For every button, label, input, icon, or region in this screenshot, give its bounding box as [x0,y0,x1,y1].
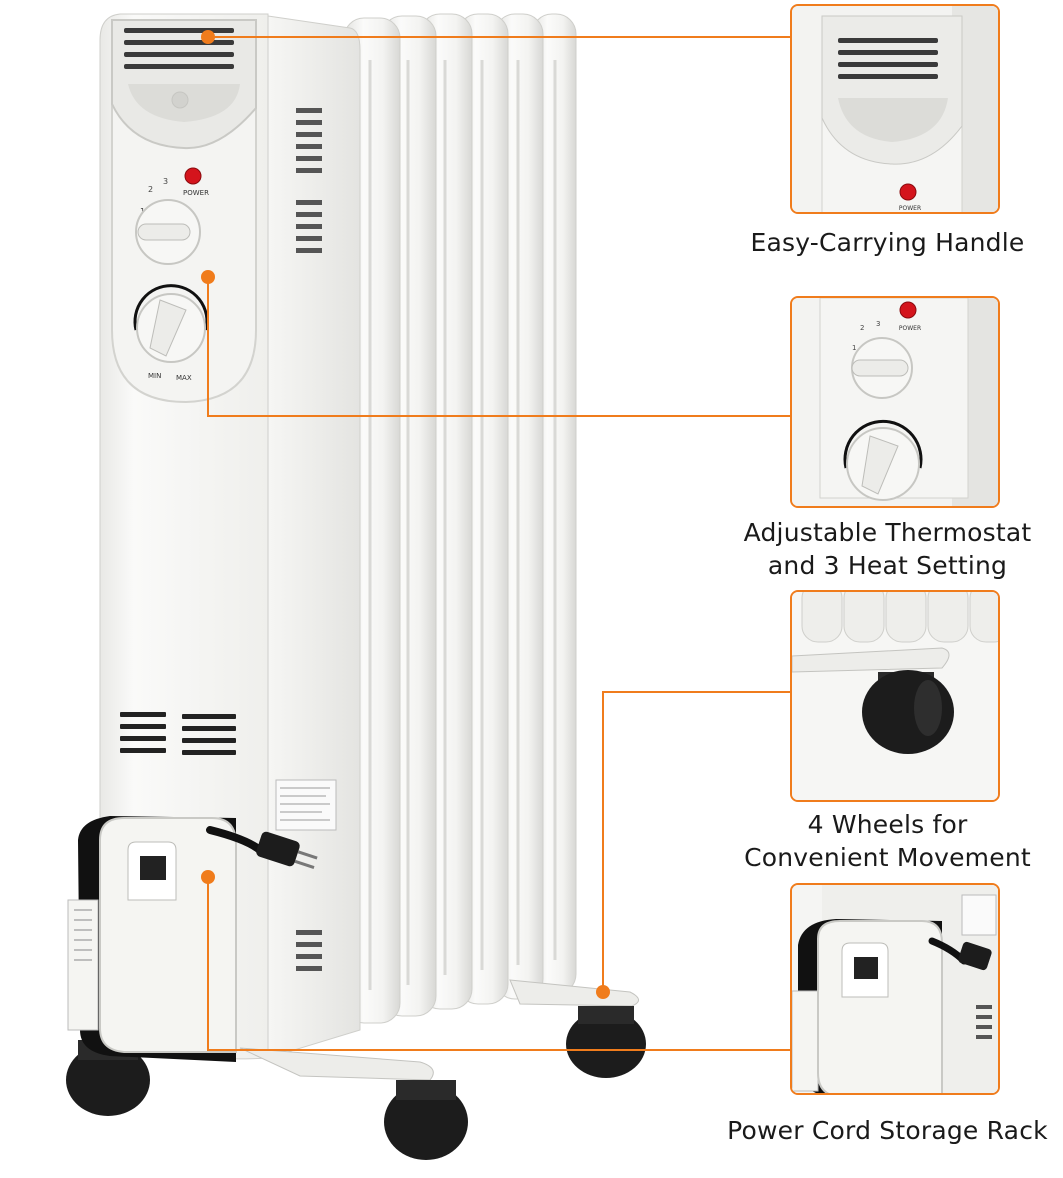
wheels-closeup [792,592,998,800]
dial-mark: 2 [148,185,153,194]
caption-line: Adjustable Thermostat [743,518,1032,547]
cord-rack-closeup [792,885,998,1093]
spec-label-sticker [275,779,337,831]
wheel [384,1084,468,1160]
radiator-fins [343,13,577,1024]
thermostat-knob[interactable]: MIN MAX [133,284,209,382]
thermostat-min-label: MIN [148,372,161,380]
callout-dot-cord [201,870,215,884]
power-label: POWER [183,189,209,197]
caption-line: 4 Wheels for [807,810,968,839]
thermostat-max-label: MAX [176,374,192,382]
oil-heater-illustration: POWER 1 2 3 MIN MAX [66,13,646,1160]
power-label: POWER [899,205,921,212]
handle-vents [124,28,234,69]
feature-card-cord-rack [790,883,1000,1095]
dial-mark: 3 [876,320,880,328]
callout-dot-handle [201,30,215,44]
feature-card-thermostat: POWER 1 2 3 [790,296,1000,508]
cord-storage-rack [67,816,237,1062]
power-light [184,167,202,185]
dial-mark: 1 [852,344,856,352]
caption-wheels: 4 Wheels for Convenient Movement [712,808,1063,874]
caption-line: Power Cord Storage Rack [727,1116,1048,1145]
dial-mark: 2 [860,324,864,332]
caption-line: Convenient Movement [744,843,1031,872]
feature-card-handle: POWER [790,4,1000,214]
carrying-handle [111,19,257,150]
callout-dot-thermostat [201,270,215,284]
dial-mark: 3 [163,177,168,186]
power-plug [206,826,318,869]
rear-foot-bar [509,979,639,1007]
heat-setting-dial[interactable]: 1 2 3 [135,177,201,265]
caption-thermostat: Adjustable Thermostat and 3 Heat Setting [712,516,1063,582]
feature-card-wheels [790,590,1000,802]
caption-cord-rack: Power Cord Storage Rack [712,1114,1063,1147]
power-label: POWER [899,325,921,332]
front-vents [120,712,236,755]
thermostat-closeup: POWER 1 2 3 [792,298,998,506]
caption-line: Easy-Carrying Handle [750,228,1025,257]
caption-line: and 3 Heat Setting [767,551,1008,580]
handle-closeup: POWER [792,6,998,212]
front-foot-bar [239,1047,434,1081]
wheel [66,1044,150,1116]
caption-handle: Easy-Carrying Handle [712,226,1063,259]
callout-dot-wheels [596,985,610,999]
